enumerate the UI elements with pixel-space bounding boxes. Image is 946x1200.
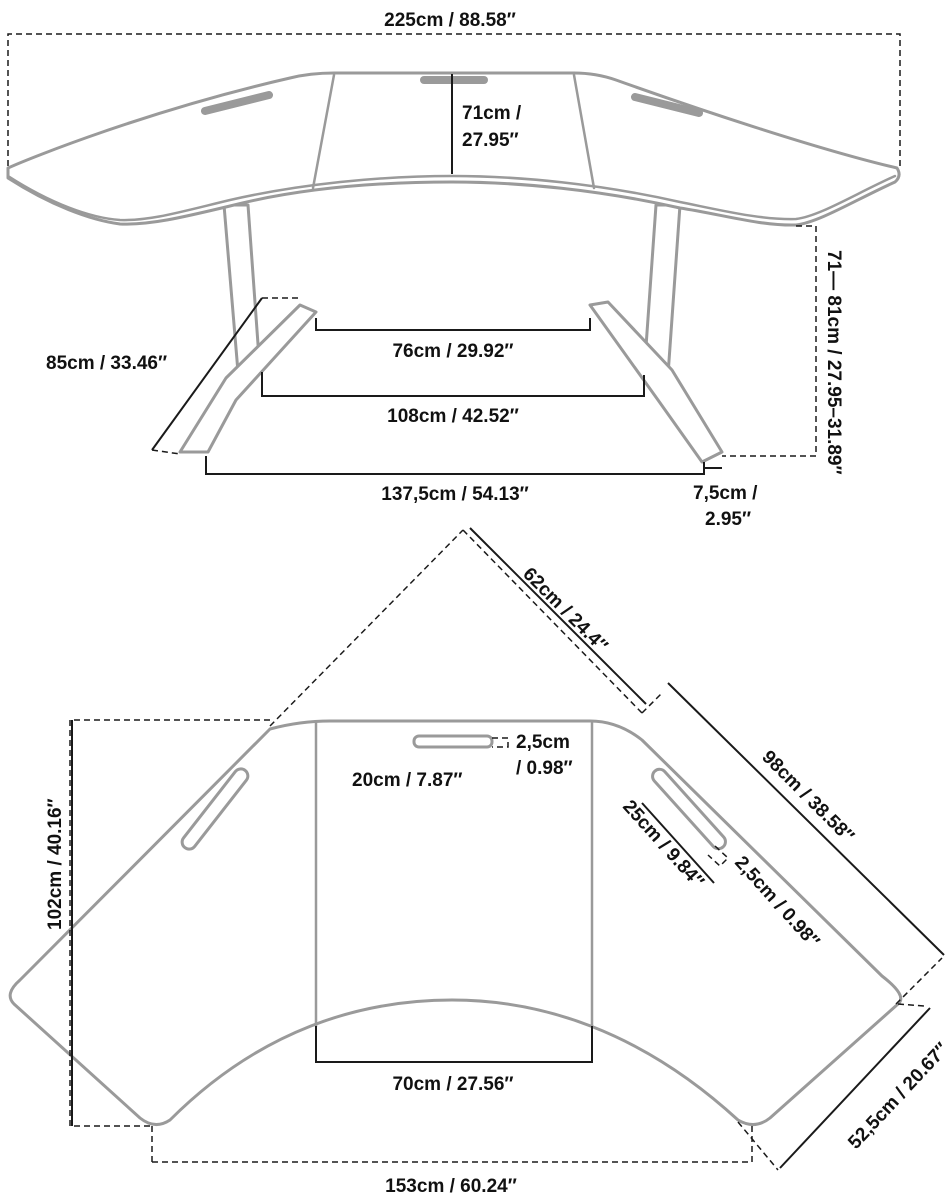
corner-side-label: 62cm / 24.4″ xyxy=(518,564,611,657)
slot-length-label: 20cm / 7.87″ xyxy=(352,770,463,791)
slot-height-label-2: / 0.98″ xyxy=(516,758,573,779)
right-seam xyxy=(572,73,596,190)
inner-feet-line xyxy=(315,318,591,331)
corner-guide-right xyxy=(462,529,643,714)
desk-top-front xyxy=(6,71,901,227)
inner-feet-label: 76cm / 29.92″ xyxy=(392,341,513,362)
leg-width-label-1: 7,5cm / xyxy=(693,483,758,504)
wing-end-label-1: 52,5cm / 20.67″ xyxy=(844,1039,946,1153)
wing-end-line xyxy=(779,1007,931,1169)
total-width-label: 225cm / 88.58″ xyxy=(384,10,516,31)
center-width-label: 70cm / 27.56″ xyxy=(392,1074,513,1095)
corner-guide-left xyxy=(269,529,464,727)
total-width-guide xyxy=(7,33,901,166)
height-guide xyxy=(722,225,817,457)
bottom-width-label: 153cm / 60.24″ xyxy=(385,1176,517,1197)
depth-guide xyxy=(69,719,270,1127)
corner-side-line xyxy=(469,527,647,705)
desk-depth-label-2: 27.95″ xyxy=(462,130,519,151)
center-cable-slot xyxy=(412,734,494,749)
side-slot-width-guide xyxy=(707,845,730,868)
end-guide-top xyxy=(897,1003,925,1007)
height-range-label: 71— 81cm / 27.95–31.89″ xyxy=(823,250,844,475)
wing-length-line xyxy=(667,682,945,956)
desk-top-plan xyxy=(8,719,903,1126)
left-seam xyxy=(311,73,336,190)
desk-top-edge xyxy=(6,174,897,222)
depth-label: 102cm / 40.16″ xyxy=(45,798,66,930)
foot-length-label: 85cm / 33.46″ xyxy=(46,353,167,374)
end-guide-bottom xyxy=(737,1121,779,1171)
right-grommet-slot xyxy=(630,93,704,117)
left-foot xyxy=(178,303,318,454)
outer-feet-line xyxy=(205,456,705,475)
wing-guide-top xyxy=(641,692,663,714)
side-slot-length-line xyxy=(641,802,715,884)
center-grommet-slot xyxy=(420,76,488,84)
left-cable-slot xyxy=(180,767,250,851)
right-foot xyxy=(588,300,724,464)
slot-height-guide xyxy=(492,737,509,748)
wing-guide-bottom xyxy=(895,957,943,1005)
leg-spacing-line xyxy=(261,372,645,397)
leg-spacing-label: 108cm / 42.52″ xyxy=(387,406,519,427)
slot-height-label-1: 2,5cm xyxy=(516,732,570,753)
desk-depth-label-1: 71cm / xyxy=(462,103,522,124)
wing-length-label: 98cm / 38.58″ xyxy=(757,747,857,847)
foot-guide-bottom xyxy=(151,449,181,455)
front-view: 225cm / 88.58″ 71cm / 27.95″ 71— 81cm / … xyxy=(6,10,901,530)
right-cable-slot xyxy=(651,767,727,851)
left-leg-column xyxy=(222,203,262,374)
top-view: 62cm / 24.4″ 98cm / 38.58″ 102cm / 40.16… xyxy=(8,527,946,1197)
left-grommet-slot xyxy=(200,91,274,115)
outer-feet-label: 137,5cm / 54.13″ xyxy=(381,484,529,505)
center-width-line xyxy=(315,1026,593,1063)
foot-length-line xyxy=(151,297,263,451)
leg-width-label-2: 2.95″ xyxy=(705,509,751,530)
